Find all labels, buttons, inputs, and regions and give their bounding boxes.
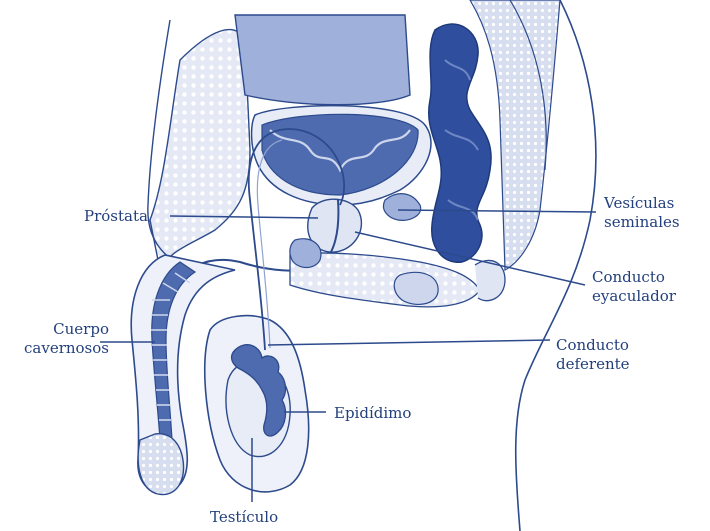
label-conducto-eyaculador: Conducto eyaculador bbox=[592, 268, 676, 306]
label-cuerpo-line2: cavernosos bbox=[24, 339, 109, 358]
label-conducto-deferente-line2: deferente bbox=[556, 355, 630, 374]
label-epididimo: Epidídimo bbox=[334, 404, 411, 423]
label-vesiculas-line2: seminales bbox=[604, 213, 680, 232]
label-vesiculas-seminales: Vesículas seminales bbox=[604, 194, 680, 232]
label-vesiculas-line1: Vesículas bbox=[604, 194, 680, 213]
label-conducto-eyaculador-line1: Conducto bbox=[592, 268, 676, 287]
label-cuerpo-line1: Cuerpo bbox=[24, 320, 109, 339]
label-prostata: Próstata bbox=[84, 207, 148, 226]
label-cuerpo-cavernosos: Cuerpo cavernosos bbox=[24, 320, 109, 358]
buttock-fold bbox=[475, 260, 505, 300]
label-conducto-deferente: Conducto deferente bbox=[556, 336, 630, 374]
leader-vesiculas bbox=[398, 210, 596, 212]
glans bbox=[138, 434, 183, 495]
label-conducto-eyaculador-line2: eyaculador bbox=[592, 287, 676, 306]
bladder-top bbox=[235, 15, 410, 105]
label-testiculo: Testículo bbox=[210, 508, 278, 527]
rectum bbox=[429, 24, 491, 262]
bulb bbox=[290, 239, 321, 268]
seminal-vesicles bbox=[383, 194, 420, 221]
anal-canal bbox=[394, 272, 438, 304]
pelvic-tissue bbox=[150, 30, 250, 270]
label-conducto-deferente-line1: Conducto bbox=[556, 336, 630, 355]
leader-conducto-deferente bbox=[268, 340, 550, 345]
